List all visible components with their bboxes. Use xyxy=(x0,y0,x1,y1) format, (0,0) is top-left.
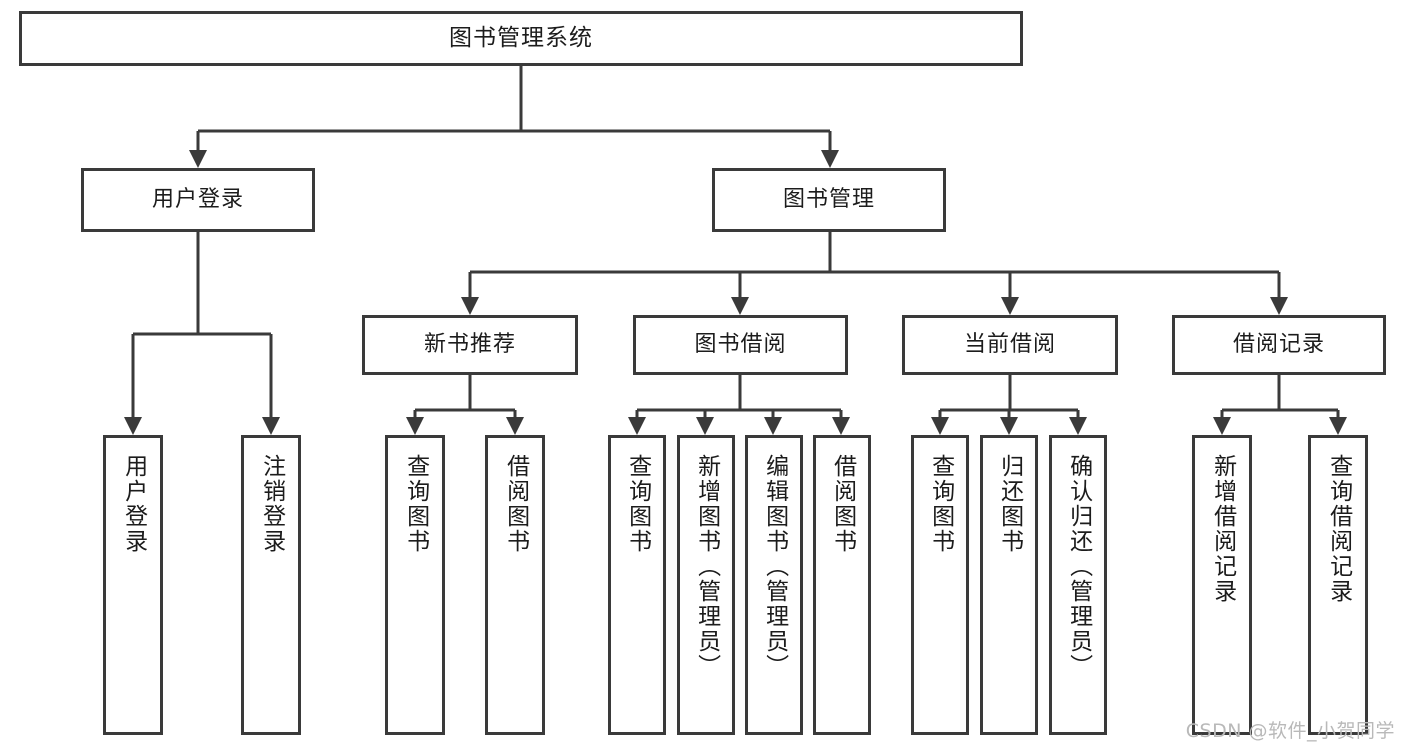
leaf-current-borrow-confirm-return[interactable]: 确认归还（管理员） xyxy=(1049,435,1107,735)
leaf-user-login-login[interactable]: 用户登录 xyxy=(103,435,163,735)
node-borrow-record[interactable]: 借阅记录 xyxy=(1172,315,1386,375)
leaf-label: 查询图书 xyxy=(927,454,954,554)
arrow-current-l2 xyxy=(1000,417,1018,435)
leaf-new-book-borrow[interactable]: 借阅图书 xyxy=(485,435,545,735)
leaf-new-book-query[interactable]: 查询图书 xyxy=(385,435,445,735)
leaf-label: 借阅图书 xyxy=(502,454,529,554)
arrow-borrow-l1 xyxy=(628,417,646,435)
leaf-user-login-logout[interactable]: 注销登录 xyxy=(241,435,301,735)
leaf-book-borrow-borrow[interactable]: 借阅图书 xyxy=(813,435,871,735)
arrow-root-to-bookmgmt xyxy=(821,150,839,168)
arrow-bookmgmt-to-borrow xyxy=(731,297,749,315)
watermark: CSDN @软件_小贺同学 xyxy=(1185,720,1395,742)
leaf-book-borrow-add[interactable]: 新增图书（管理员） xyxy=(677,435,735,735)
leaf-label: 借阅图书 xyxy=(829,454,856,554)
leaf-label: 编辑图书（管理员） xyxy=(761,454,788,679)
arrow-record-l2 xyxy=(1329,417,1347,435)
leaf-label: 查询图书 xyxy=(624,454,651,554)
leaf-borrow-record-add[interactable]: 新增借阅记录 xyxy=(1192,435,1252,735)
node-book-borrow-label: 图书借阅 xyxy=(694,331,787,357)
arrow-current-l1 xyxy=(931,417,949,435)
leaf-label: 确认归还（管理员） xyxy=(1065,454,1092,679)
arrow-login-l2 xyxy=(262,417,280,435)
node-new-book-recommend[interactable]: 新书推荐 xyxy=(362,315,578,375)
arrow-borrow-l3 xyxy=(764,417,782,435)
node-book-management[interactable]: 图书管理 xyxy=(712,168,946,232)
leaf-label: 注销登录 xyxy=(258,454,285,554)
arrow-new-l2 xyxy=(506,417,524,435)
node-book-borrow[interactable]: 图书借阅 xyxy=(633,315,848,375)
arrow-bookmgmt-to-record xyxy=(1270,297,1288,315)
node-new-book-recommend-label: 新书推荐 xyxy=(423,331,516,357)
node-borrow-record-label: 借阅记录 xyxy=(1232,331,1325,357)
arrow-login-l1 xyxy=(124,417,142,435)
arrow-borrow-l2 xyxy=(696,417,714,435)
leaf-label: 新增借阅记录 xyxy=(1209,454,1236,604)
leaf-label: 查询借阅记录 xyxy=(1325,454,1352,604)
leaf-book-borrow-edit[interactable]: 编辑图书（管理员） xyxy=(745,435,803,735)
node-user-login-label: 用户登录 xyxy=(151,186,244,212)
node-root-label: 图书管理系统 xyxy=(449,24,593,51)
arrow-current-l3 xyxy=(1069,417,1087,435)
arrow-new-l1 xyxy=(406,417,424,435)
node-root[interactable]: 图书管理系统 xyxy=(19,11,1023,66)
leaf-label: 归还图书 xyxy=(996,454,1023,554)
leaf-label: 查询图书 xyxy=(402,454,429,554)
arrow-bookmgmt-to-new xyxy=(461,297,479,315)
node-book-management-label: 图书管理 xyxy=(782,186,875,212)
node-current-borrow[interactable]: 当前借阅 xyxy=(902,315,1118,375)
arrow-borrow-l4 xyxy=(832,417,850,435)
node-user-login[interactable]: 用户登录 xyxy=(81,168,315,232)
leaf-book-borrow-query[interactable]: 查询图书 xyxy=(608,435,666,735)
arrow-root-to-login xyxy=(189,150,207,168)
node-current-borrow-label: 当前借阅 xyxy=(963,331,1056,357)
leaf-current-borrow-return[interactable]: 归还图书 xyxy=(980,435,1038,735)
arrow-bookmgmt-to-current xyxy=(1001,297,1019,315)
leaf-borrow-record-query[interactable]: 查询借阅记录 xyxy=(1308,435,1368,735)
arrow-record-l1 xyxy=(1213,417,1231,435)
leaf-current-borrow-query[interactable]: 查询图书 xyxy=(911,435,969,735)
leaf-label: 新增图书（管理员） xyxy=(693,454,720,679)
leaf-label: 用户登录 xyxy=(120,454,147,554)
